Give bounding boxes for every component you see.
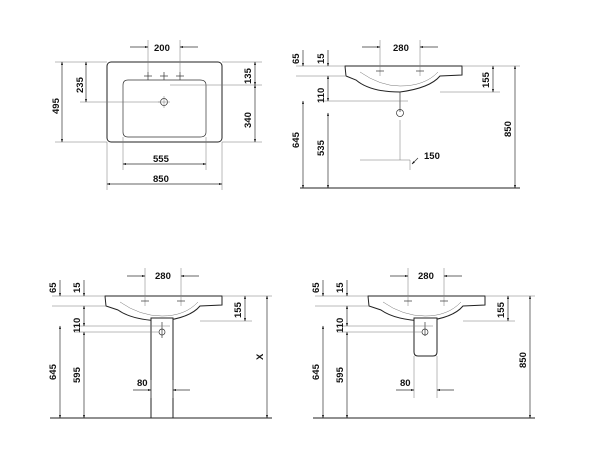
dim-front-to-tap: 235 (75, 76, 86, 93)
dim-pedestal-height: 595 (335, 366, 346, 383)
dim-rim: 15 (72, 282, 83, 293)
dim-install-height: 850 (503, 121, 514, 137)
siphon-outlet (396, 109, 404, 117)
dim-top-height: 65 (291, 53, 302, 64)
dim-siphon-height: 645 (48, 363, 59, 380)
dim-back-to-edge: 135 (243, 67, 254, 84)
dim-pedestal-width: 80 (137, 378, 148, 389)
dim-bowl-depth: 155 (481, 71, 492, 88)
side-view-semi-pedestal: 280 65 15 110 645 595 80 155 850 (311, 268, 535, 419)
dim-install-height: 850 (518, 352, 529, 368)
basin-profile (367, 295, 486, 322)
dim-rim: 15 (335, 282, 346, 293)
top-view: 200 495 235 135 340 555 850 (51, 40, 262, 190)
dim-tap-span: 280 (393, 43, 409, 54)
dim-pedestal-width: 80 (400, 378, 411, 389)
dim-drain-depth: 340 (243, 112, 254, 128)
semi-pedestal (413, 317, 438, 357)
dim-siphon-height: 645 (311, 363, 322, 380)
dim-tap-span: 280 (418, 271, 434, 282)
tap-holes (144, 72, 184, 80)
side-view-pedestal: 280 65 15 110 645 595 80 155 X (48, 268, 272, 419)
dim-top-height: 65 (48, 282, 59, 293)
dim-pipe: 150 (424, 151, 440, 162)
dim-total-depth: 495 (51, 97, 62, 114)
dim-drain-height: 535 (316, 139, 327, 156)
dim-total-width: 850 (153, 174, 169, 185)
dim-bowl-depth: 155 (496, 301, 507, 318)
dim-bowl-depth: 155 (233, 301, 244, 318)
dim-rim: 15 (316, 53, 327, 64)
dim-drain-offset: 110 (316, 88, 327, 103)
dim-inner-width: 555 (153, 154, 170, 165)
dim-drain-offset: 110 (335, 318, 346, 333)
dim-variable-height: X (255, 353, 266, 360)
dim-tap-spacing: 200 (154, 43, 170, 54)
basin-bowl (122, 79, 207, 138)
dim-siphon-height: 645 (291, 131, 302, 148)
dim-top-height: 65 (311, 282, 322, 293)
dim-tap-span: 280 (155, 271, 171, 282)
dim-pedestal-height: 595 (72, 366, 83, 383)
dim-drain-offset: 110 (72, 318, 83, 333)
basin-profile (344, 65, 463, 93)
side-view-wall: 280 65 15 110 645 535 155 850 150 (291, 40, 520, 189)
basin-profile (104, 295, 223, 322)
